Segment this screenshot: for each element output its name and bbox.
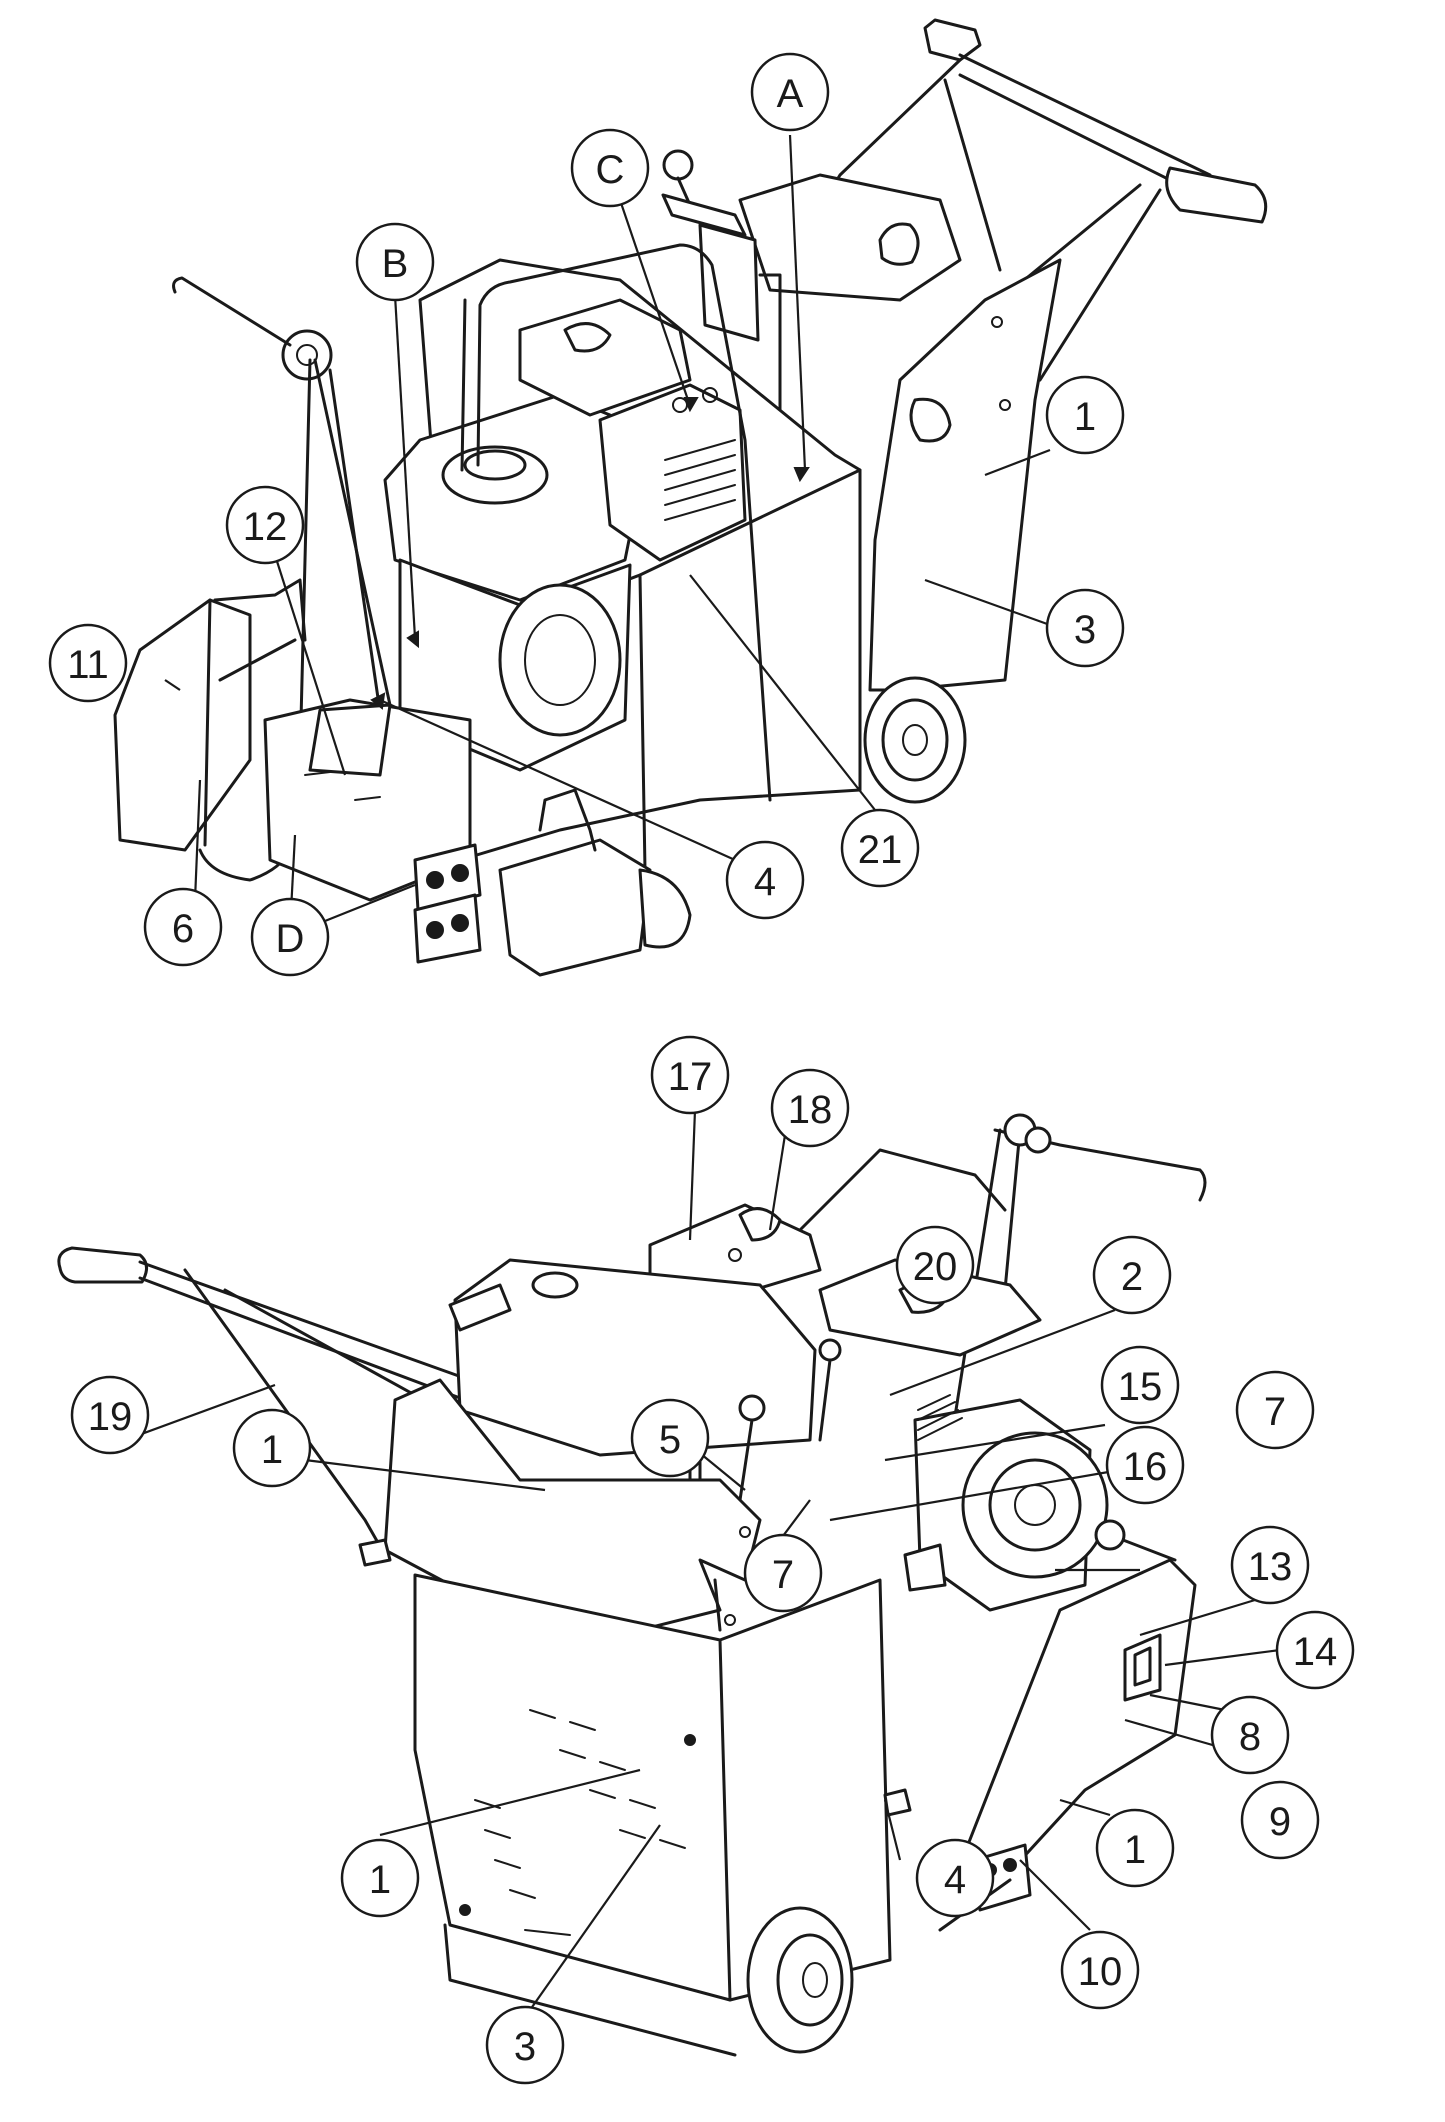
callout-label: C — [596, 148, 625, 192]
callout-circle — [1095, 1808, 1175, 1888]
callout-label: 11 — [67, 643, 109, 687]
callout-bot-20: 20 — [895, 1225, 975, 1305]
callout-circle — [250, 897, 330, 977]
callout-label: 12 — [243, 505, 288, 549]
top-machine-drawing — [113, 18, 1268, 977]
callout-label: 19 — [88, 1395, 133, 1439]
callout-label: 7 — [772, 1553, 794, 1597]
callout-label: 6 — [172, 907, 194, 951]
callout-circle — [225, 485, 305, 565]
callout-bot-14: 14 — [1275, 1610, 1355, 1690]
callout-bot-1b: 1 — [1095, 1808, 1175, 1888]
callout-circle — [770, 1068, 850, 1148]
callout-circle — [1045, 375, 1125, 455]
callout-bot-16: 16 — [1105, 1425, 1185, 1505]
callout-top-11: 11 — [48, 623, 128, 703]
callout-circle — [48, 623, 128, 703]
callout-bot-7b: 7 — [1235, 1370, 1315, 1450]
callout-label: D — [276, 917, 305, 961]
callout-circle — [340, 1838, 420, 1918]
callout-label: 1 — [261, 1428, 283, 1472]
callout-bot-2: 2 — [1092, 1235, 1172, 1315]
callout-bot-5: 5 — [630, 1398, 710, 1478]
callout-circle — [1105, 1425, 1185, 1505]
callout-top-D: D — [250, 897, 330, 977]
callout-label: 10 — [1078, 1950, 1123, 1994]
callout-label: 18 — [788, 1088, 833, 1132]
callout-label: 21 — [858, 828, 903, 872]
callout-circle — [232, 1408, 312, 1488]
callout-label: 7 — [1264, 1390, 1286, 1434]
callout-label: 13 — [1248, 1545, 1293, 1589]
callout-bot-8: 8 — [1210, 1695, 1290, 1775]
callout-top-B: B — [355, 222, 435, 302]
callout-bot-1c: 1 — [340, 1838, 420, 1918]
callout-label: A — [777, 72, 804, 116]
callout-circle — [485, 2005, 565, 2085]
callout-bot-3: 3 — [485, 2005, 565, 2085]
callout-label: 1 — [1124, 1828, 1146, 1872]
callout-bot-10: 10 — [1060, 1930, 1140, 2010]
callout-top-12: 12 — [225, 485, 305, 565]
callout-bot-4: 4 — [915, 1838, 995, 1918]
callout-label: 17 — [668, 1055, 713, 1099]
callout-circle — [1240, 1780, 1320, 1860]
bottom-machine-drawing — [57, 1113, 1207, 2057]
callout-circle — [743, 1533, 823, 1613]
callout-top-3: 3 — [1045, 588, 1125, 668]
callout-circle — [1092, 1235, 1172, 1315]
callout-label: 15 — [1118, 1365, 1163, 1409]
callout-circle — [143, 887, 223, 967]
callout-circle — [1210, 1695, 1290, 1775]
callout-label: 3 — [514, 2025, 536, 2069]
callout-circle — [355, 222, 435, 302]
callout-circle — [895, 1225, 975, 1305]
callout-bot-15: 15 — [1100, 1345, 1180, 1425]
callout-circle — [725, 840, 805, 920]
callout-top-A: A — [750, 52, 830, 132]
callout-label: 5 — [659, 1418, 681, 1462]
callout-circle — [1275, 1610, 1355, 1690]
callout-circle — [70, 1375, 150, 1455]
callout-bot-18: 18 — [770, 1068, 850, 1148]
callout-bot-19: 19 — [70, 1375, 150, 1455]
callout-label: 1 — [1074, 395, 1096, 439]
callout-label: 9 — [1269, 1800, 1291, 1844]
callout-top-4: 4 — [725, 840, 805, 920]
callout-circle — [1100, 1345, 1180, 1425]
top-leader-lines — [164, 134, 1051, 931]
callout-bot-17: 17 — [650, 1035, 730, 1115]
callout-circle — [1045, 588, 1125, 668]
callout-label: 2 — [1121, 1255, 1143, 1299]
callout-circle — [570, 128, 650, 208]
callout-top-1: 1 — [1045, 375, 1125, 455]
callout-circle — [650, 1035, 730, 1115]
callout-label: 20 — [913, 1245, 958, 1289]
callout-top-C: C — [570, 128, 650, 208]
callout-top-21: 21 — [840, 808, 920, 888]
callout-bot-13: 13 — [1230, 1525, 1310, 1605]
callout-circle — [750, 52, 830, 132]
callout-label: 16 — [1123, 1445, 1168, 1489]
callout-bot-7a: 7 — [743, 1533, 823, 1613]
callout-circle — [1060, 1930, 1140, 2010]
callout-label: 3 — [1074, 608, 1096, 652]
callout-label: 4 — [944, 1858, 966, 1902]
callout-label: 8 — [1239, 1715, 1261, 1759]
callout-circle — [1235, 1370, 1315, 1450]
callout-circle — [840, 808, 920, 888]
callout-label: B — [382, 242, 409, 286]
callout-circle — [1230, 1525, 1310, 1605]
callout-label: 4 — [754, 860, 776, 904]
callout-label: 14 — [1293, 1630, 1338, 1674]
callout-bot-9: 9 — [1240, 1780, 1320, 1860]
callout-circle — [915, 1838, 995, 1918]
callout-circle — [630, 1398, 710, 1478]
callout-top-6: 6 — [143, 887, 223, 967]
callout-label: 1 — [369, 1858, 391, 1902]
callout-bot-1a: 1 — [232, 1408, 312, 1488]
